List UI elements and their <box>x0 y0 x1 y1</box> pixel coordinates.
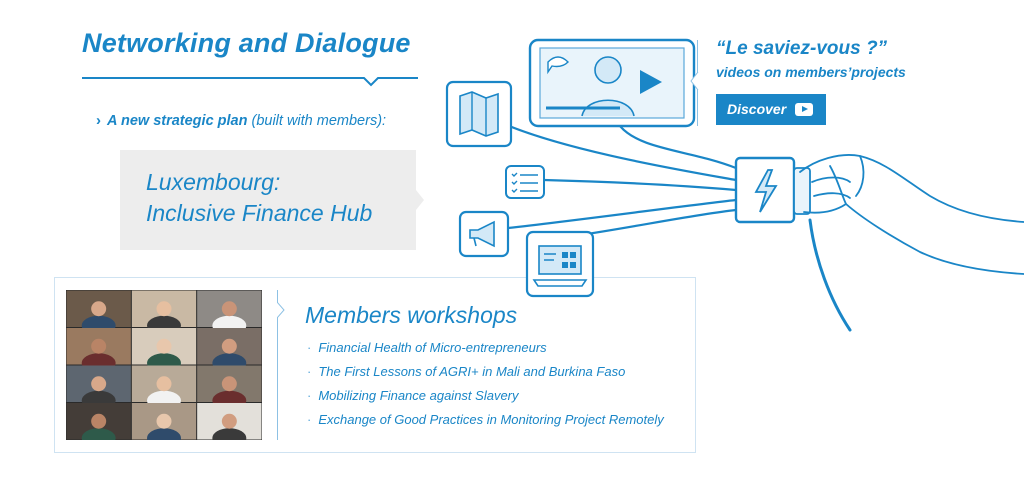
participant-face <box>91 338 107 354</box>
strategic-plan-note: (built with members): <box>247 113 387 129</box>
highlight-line-1: Luxembourg: <box>146 169 281 195</box>
participant-face <box>156 338 172 354</box>
participant-face <box>156 301 172 317</box>
participant-face <box>221 376 237 392</box>
megaphone-icon <box>458 210 510 258</box>
participant-face <box>91 376 107 392</box>
video-promo-title: “Le saviez-vous ?” <box>716 38 888 59</box>
highlight-box <box>120 150 416 250</box>
discover-button[interactable]: Discover <box>716 94 826 125</box>
workshop-item: ·Exchange of Good Practices in Monitorin… <box>307 412 664 427</box>
map-icon <box>445 80 513 148</box>
participant-face <box>221 338 237 354</box>
connected-devices-illustration <box>445 38 1024 332</box>
participant-face <box>91 413 107 429</box>
workshops-title: Members workshops <box>305 302 518 328</box>
title-underline <box>82 77 418 87</box>
youtube-play-icon <box>795 103 813 116</box>
video-screen-icon <box>528 38 696 128</box>
workshop-item: ·Mobilizing Finance against Slavery <box>307 388 519 403</box>
workshop-item: ·The First Lessons of AGRI+ in Mali and … <box>307 364 626 379</box>
discover-button-label: Discover <box>727 101 787 117</box>
laptop-icon <box>525 230 595 298</box>
workshops-divider <box>277 290 278 440</box>
participant-face <box>156 413 172 429</box>
highlight-line-2: Inclusive Finance Hub <box>146 200 373 226</box>
workshops-divider-notch <box>277 302 285 318</box>
strategic-plan-label: A new strategic plan <box>107 113 248 129</box>
participant-face <box>91 301 107 317</box>
chevron-right-icon: › <box>96 112 101 129</box>
workshop-item: ·Financial Health of Micro-entrepreneurs <box>307 340 547 355</box>
highlight-box-pointer <box>416 190 424 210</box>
participant-face <box>156 376 172 392</box>
strategic-plan-line: › A new strategic plan (built with member… <box>96 112 386 129</box>
participant-face <box>221 301 237 317</box>
video-promo-divider-notch <box>690 72 699 90</box>
power-plug-icon <box>734 156 811 224</box>
participants-grid <box>66 290 262 448</box>
page-title: Networking and Dialogue <box>82 28 411 58</box>
hand-icon <box>799 154 1024 275</box>
video-call-photo <box>66 290 262 448</box>
video-promo-subtitle: videos on members’projects <box>716 64 906 80</box>
participant-face <box>221 413 237 429</box>
checklist-icon <box>505 165 545 199</box>
